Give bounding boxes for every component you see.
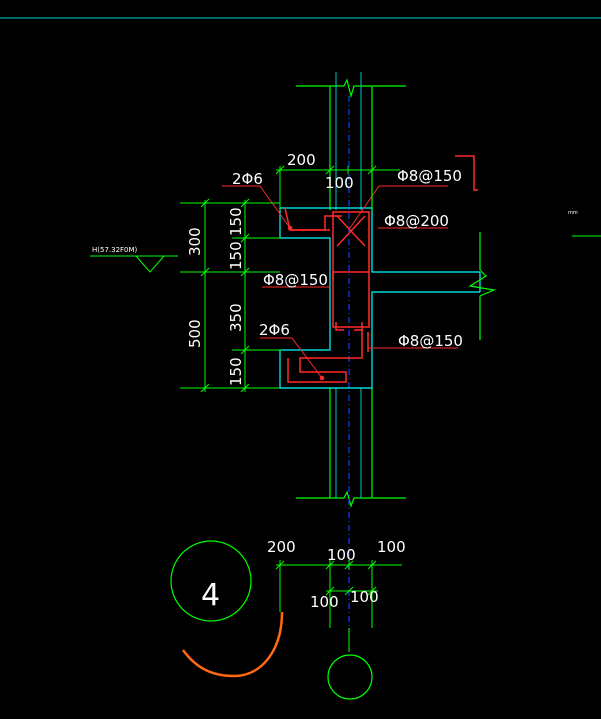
dim-seg-150-a: 150 [227,207,245,236]
dim-top-200: 200 [287,151,316,169]
dim-left-300: 300 [186,227,204,256]
dim-seg-350: 350 [227,303,245,332]
dim-left-500: 500 [186,319,204,348]
wall-inner-lines [335,72,362,498]
rebar-stirrups [284,155,478,383]
left-dimension-lines [180,198,282,393]
detail-number: 4 [201,578,220,613]
rebar-label-2phi6-top: 2Φ6 [232,170,263,188]
dim-top-100: 100 [325,174,354,192]
rebar-label-2phi6-bot: 2Φ6 [259,321,290,339]
elevation-label: H(57.32F0M) [92,246,138,254]
detail-number-circle [170,540,252,622]
right-note-label: mm [568,210,578,216]
dim-seg-150-c: 150 [227,357,245,386]
bottom-dimension-lines [275,560,402,652]
dim-bottom-100-d: 100 [350,588,379,606]
slab-break-line [468,232,497,340]
dim-seg-150-b: 150 [227,241,245,270]
rebar-label-phi8-150-bot: Φ8@150 [398,332,463,350]
rebar-leaders [222,185,458,381]
top-dimension-lines [275,165,400,210]
wall-outline [296,78,406,508]
elevation-marker [90,255,178,273]
beam-outline [279,207,481,389]
dim-bottom-100-c: 100 [310,593,339,611]
dim-bottom-100-a: 100 [327,546,356,564]
rebar-label-phi8-200: Φ8@200 [384,212,449,230]
dim-bottom-100-b: 100 [377,538,406,556]
orange-annotation-mark [181,611,284,678]
axis-bubble [327,654,373,700]
rebar-label-phi8-150-mid: Φ8@150 [263,271,328,289]
rebar-label-phi8-150-top: Φ8@150 [397,167,462,185]
dim-bottom-200: 200 [267,538,296,556]
